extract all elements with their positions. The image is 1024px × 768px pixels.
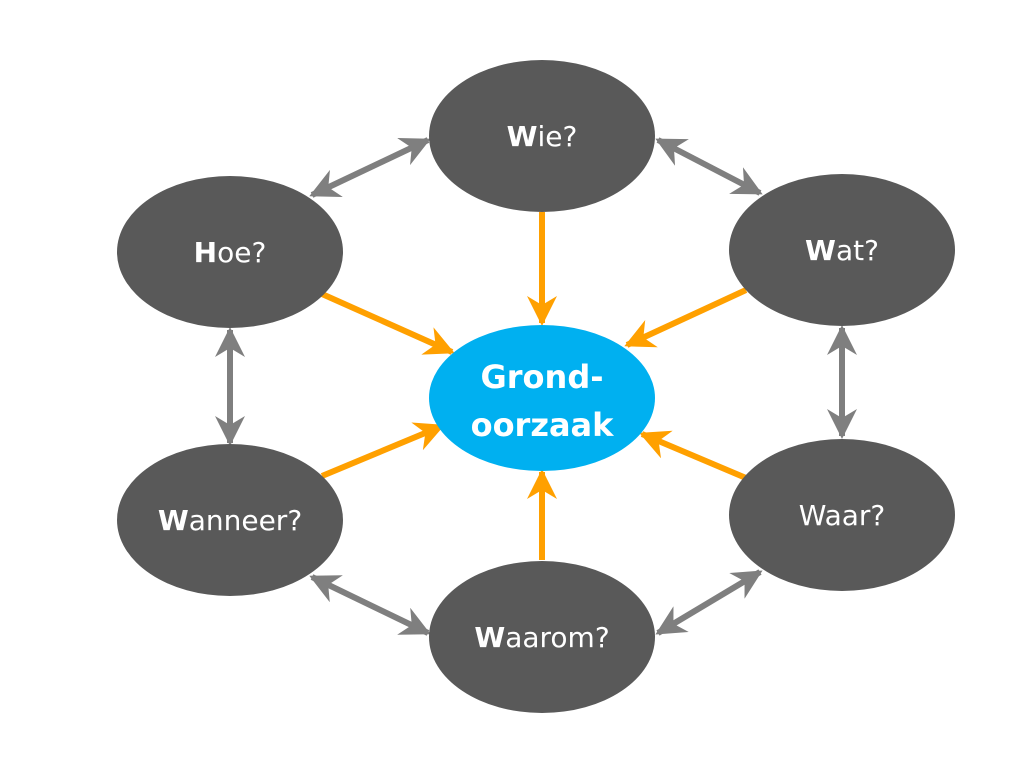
arrow-hoe-wie bbox=[309, 137, 431, 198]
arrow-waar-waarom bbox=[655, 569, 763, 636]
svg-text:Waarom?: Waarom? bbox=[474, 621, 609, 654]
node-wanneer-rest: anneer? bbox=[189, 504, 302, 537]
svg-text:Wie?: Wie? bbox=[507, 120, 578, 153]
center-node: Grond- oorzaak bbox=[429, 325, 655, 471]
svg-text:Wanneer?: Wanneer? bbox=[158, 504, 302, 537]
center-label-line2: oorzaak bbox=[471, 406, 615, 444]
arrow-wanneer-center bbox=[320, 422, 445, 479]
node-wat-first: W bbox=[805, 234, 836, 267]
svg-text:Waar?: Waar? bbox=[799, 499, 886, 532]
arrow-waarom-wanneer bbox=[309, 574, 431, 636]
node-waarom-first: W bbox=[474, 621, 505, 654]
center-label-line1: Grond- bbox=[481, 358, 604, 396]
gray-connectors bbox=[215, 137, 857, 636]
node-wie-rest: ie? bbox=[538, 120, 578, 153]
node-wat: Wat? bbox=[729, 174, 955, 326]
svg-text:Hoe?: Hoe? bbox=[194, 236, 267, 269]
node-wie: Wie? bbox=[429, 60, 655, 212]
node-waarom: Waarom? bbox=[429, 561, 655, 713]
node-hoe: Hoe? bbox=[117, 176, 343, 328]
node-waar-rest: Waar? bbox=[799, 499, 886, 532]
arrow-hoe-center bbox=[320, 291, 455, 355]
node-waar: Waar? bbox=[729, 439, 955, 591]
arrow-wat-center bbox=[624, 287, 748, 348]
node-wat-rest: at? bbox=[836, 234, 879, 267]
node-wie-first: W bbox=[507, 120, 538, 153]
node-wanneer-first: W bbox=[158, 504, 189, 537]
node-wanneer: Wanneer? bbox=[117, 444, 343, 596]
node-hoe-first: H bbox=[194, 236, 217, 269]
node-hoe-rest: oe? bbox=[217, 236, 266, 269]
svg-text:Wat?: Wat? bbox=[805, 234, 879, 267]
orange-connectors bbox=[320, 212, 748, 560]
arrow-waar-center bbox=[639, 430, 748, 481]
node-waarom-rest: aarom? bbox=[505, 621, 609, 654]
arrow-wie-wat bbox=[655, 137, 763, 196]
